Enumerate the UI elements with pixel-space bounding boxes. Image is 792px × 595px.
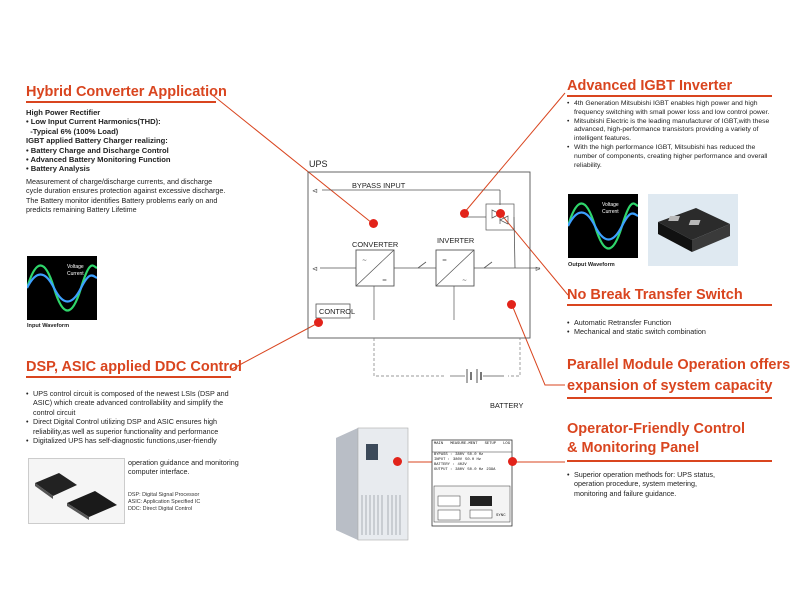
hybrid-line1: High Power Rectifier — [26, 108, 101, 117]
main-input-terminal-icon: ⊲ — [312, 266, 318, 273]
chip-graphic — [29, 459, 124, 523]
panel-screen: MAIN MEASURE-MENT SETUP LOG BYPASS :380V… — [434, 442, 510, 473]
parallel-connector-line — [511, 304, 565, 386]
hybrid-marker-dot — [369, 219, 378, 228]
hybrid-connector-line — [209, 92, 373, 224]
hybrid-title: Hybrid Converter Application — [26, 84, 227, 100]
nobreak-marker-dot — [496, 209, 505, 218]
output-waveform-graphic: Voltage Current — [568, 202, 638, 250]
dsp-body: UPS control circuit is composed of the n… — [26, 389, 246, 446]
chip-photo — [28, 458, 125, 524]
dsp-continuation: operation guidance and monitoring comput… — [128, 458, 239, 477]
battery-label: BATTERY — [490, 401, 524, 410]
control-block — [315, 303, 351, 319]
output-terminal-icon: ⊳ — [535, 266, 541, 273]
igbt-bullet-1: 4th Generation Mitsubishi IGBT enables h… — [567, 100, 779, 118]
nobreak-body: Automatic Retransfer Function Mechanical… — [567, 318, 779, 337]
operator-title-line2: & Monitoring Panel — [567, 440, 700, 456]
ups-cabinet-photo — [336, 427, 409, 541]
igbt-connector-line — [463, 92, 566, 214]
ups-frame — [307, 171, 531, 339]
operator-title-rule — [567, 460, 772, 462]
svg-text:=: = — [382, 277, 387, 284]
hybrid-body: High Power Rectifier • Low Input Current… — [26, 108, 241, 214]
hybrid-line5: • Battery Charge and Discharge Control — [26, 145, 169, 155]
input-wave-voltage-label: Voltage — [67, 264, 84, 270]
hybrid-line4: IGBT applied Battery Charger realizing: — [26, 136, 168, 146]
parallel-title-rule — [567, 397, 772, 399]
parallel-marker-dot — [507, 300, 516, 309]
panel-tabs: MAIN MEASURE-MENT SETUP LOG — [434, 442, 510, 447]
panel-tab-log: LOG — [503, 442, 510, 446]
nobreak-bullet-1: Automatic Retransfer Function — [567, 318, 779, 328]
bypass-terminal-icon: ⊲ — [312, 188, 318, 195]
input-waveform-caption: Input Waveform — [27, 323, 70, 329]
nobreak-title-rule — [567, 304, 772, 306]
operator-body: Superior operation methods for: UPS stat… — [567, 470, 727, 498]
igbt-bullet-3: With the high performance IGBT, Mitsubis… — [567, 144, 779, 170]
cabinet-marker-dot — [393, 457, 402, 466]
parallel-title-line1: Parallel Module Operation offers — [567, 357, 791, 373]
igbt-marker-dot — [460, 209, 469, 218]
dsp-bullet-1: UPS control circuit is composed of the n… — [26, 389, 246, 417]
hybrid-line6: • Advanced Battery Monitoring Function — [26, 155, 171, 165]
dsp-bullet-2: Direct Digital Control utilizing DSP and… — [26, 417, 246, 436]
dsp-connector-line — [229, 322, 319, 371]
dsp-marker-dot — [314, 318, 323, 327]
dsp-bullet-3: Digitalized UPS has self-diagnostic func… — [26, 436, 246, 446]
hybrid-line3: -Typical 6% (100% Load) — [26, 126, 119, 136]
dsp-legend-ddc: DDC: Direct Digital Control — [128, 506, 193, 512]
igbt-body: 4th Generation Mitsubishi IGBT enables h… — [567, 100, 779, 170]
panel-tab-measurement: MEASURE-MENT — [450, 442, 478, 446]
igbt-module-graphic — [658, 208, 730, 252]
dsp-title-rule — [26, 376, 231, 378]
igbt-module-photo — [648, 194, 738, 266]
input-wave-current-label: Current — [67, 271, 84, 277]
dsp-legend: DSP: Digital Signal Processor ASIC: Appl… — [128, 492, 248, 513]
svg-text:~: ~ — [362, 257, 367, 264]
output-waveform-image: Voltage Current — [568, 194, 638, 258]
input-waveform-image: Voltage Current — [27, 256, 97, 320]
igbt-bullet-2: Mitsubishi Electric is the leading manuf… — [567, 118, 779, 144]
output-wave-voltage-label: Voltage — [602, 202, 619, 208]
svg-text:~: ~ — [462, 277, 467, 284]
output-waveform-caption: Output Waveform — [568, 262, 615, 268]
panel-tab-setup: SETUP — [484, 442, 497, 446]
igbt-title: Advanced IGBT Inverter — [567, 78, 733, 94]
ups-label: UPS — [309, 159, 328, 169]
svg-text:=: = — [442, 257, 447, 264]
hybrid-paragraph: Measurement of charge/discharge currents… — [26, 176, 226, 215]
inverter-label: INVERTER — [437, 236, 475, 245]
control-label: CONTROL — [319, 307, 356, 316]
bypass-input-label: BYPASS INPUT — [352, 181, 406, 190]
igbt-title-rule — [567, 95, 772, 97]
converter-label: CONVERTER — [352, 240, 399, 249]
dsp-legend-dsp: DSP: Digital Signal Processor — [128, 492, 200, 498]
panel-tab-main: MAIN — [434, 442, 444, 446]
dsp-title: DSP, ASIC applied DDC Control — [26, 359, 242, 375]
dsp-legend-asic: ASIC: Application Specified IC — [128, 499, 201, 505]
operator-title-line1: Operator-Friendly Control — [567, 421, 746, 437]
nobreak-connector-line — [499, 212, 569, 296]
panel-marker-dot — [508, 457, 517, 466]
panel-sync-label: SYNC — [496, 514, 506, 518]
panel-row-battery: BATTERY :402V — [434, 463, 467, 467]
input-waveform-graphic: Voltage Current — [27, 264, 97, 312]
hybrid-line2: • Low Input Current Harmonics(THD): — [26, 117, 161, 127]
hybrid-title-rule — [26, 101, 216, 103]
nobreak-bullet-2: Mechanical and static switch combination — [567, 327, 779, 337]
parallel-title-line2: expansion of system capacity — [567, 378, 773, 394]
operator-bullet-1: Superior operation methods for: UPS stat… — [567, 470, 727, 498]
output-wave-current-label: Current — [602, 209, 619, 215]
hybrid-line7: • Battery Analysis — [26, 164, 90, 174]
nobreak-title: No Break Transfer Switch — [567, 287, 743, 303]
